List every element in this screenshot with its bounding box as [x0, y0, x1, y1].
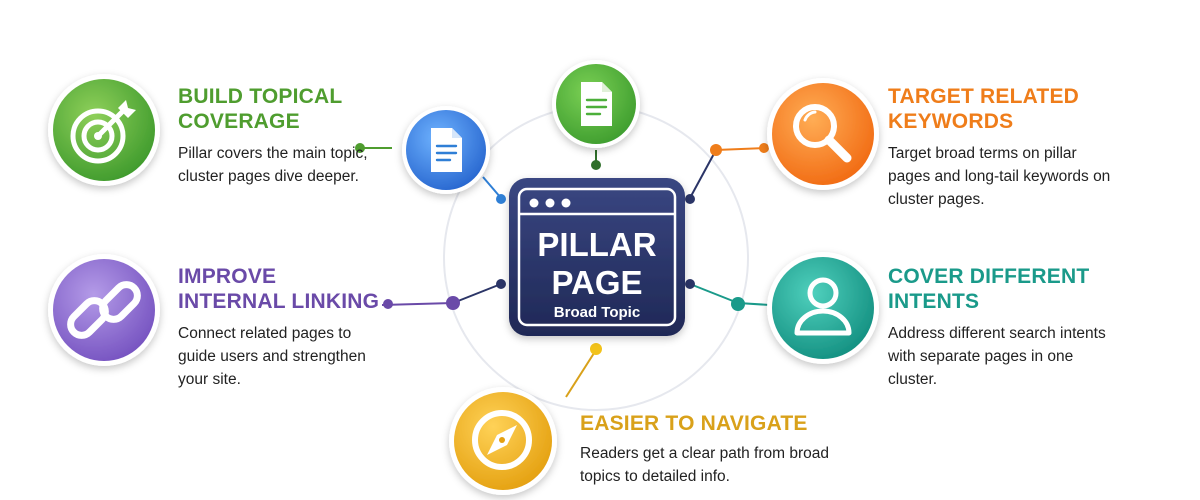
feature-target-related-keywords: TARGET RELATED KEYWORDS Target broad ter… — [888, 84, 1118, 211]
feature-description: Readers get a clear path from broad topi… — [580, 445, 829, 485]
dot-nav — [590, 343, 602, 355]
pillar-page-title: PILLAR PAGE — [537, 226, 657, 301]
magnifier-icon — [793, 104, 852, 163]
connector-target — [689, 149, 717, 199]
connector-link-inner — [452, 283, 502, 304]
connector-dots — [355, 143, 769, 355]
chain-link-icon — [67, 281, 141, 339]
feature-easier-to-navigate: EASIER TO NAVIGATE Readers get a clear p… — [580, 411, 840, 488]
pillar-page-subtitle: Broad Topic — [553, 304, 641, 321]
feature-description: Address different search intents with se… — [888, 325, 1106, 388]
target-icon — [70, 100, 136, 164]
feature-title: BUILD TOPICAL COVERAGE — [178, 85, 342, 133]
dot-link-inner — [446, 296, 460, 310]
connector-nav — [565, 349, 597, 398]
feature-title: COVER DIFFERENT INTENTS — [888, 265, 1090, 313]
feature-description: Connect related pages to guide users and… — [178, 325, 366, 388]
dot-link-outer — [383, 299, 393, 309]
feature-cover-different-intents: COVER DIFFERENT INTENTS Address differen… — [888, 264, 1118, 391]
connector-link — [381, 302, 454, 306]
browser-window-icon — [517, 187, 677, 327]
document-icon — [431, 128, 462, 172]
dot-pillar-ml — [496, 279, 506, 289]
feature-improve-internal-linking: IMPROVE INTERNAL LINKING Connect related… — [178, 264, 388, 391]
feature-build-topical-coverage: BUILD TOPICAL COVERAGE Pillar covers the… — [178, 84, 378, 188]
connector-target-outer — [715, 147, 767, 151]
feature-title: IMPROVE INTERNAL LINKING — [178, 265, 380, 313]
dot-target-inner — [710, 144, 722, 156]
dot-blue-doc — [496, 194, 506, 204]
connector-intents — [689, 283, 739, 304]
connector-blue-doc — [482, 176, 502, 199]
feature-description: Pillar covers the main topic, cluster pa… — [178, 145, 368, 185]
dot-pillar-tr — [685, 194, 695, 204]
user-icon — [794, 277, 852, 336]
dot-intents-inner — [731, 297, 745, 311]
dot-build — [355, 143, 365, 153]
dot-pillar-mr — [685, 279, 695, 289]
compass-icon — [472, 410, 532, 470]
feature-title: TARGET RELATED KEYWORDS — [888, 85, 1080, 133]
document-icon — [581, 82, 612, 126]
dot-green-doc — [591, 160, 601, 170]
connector-lines — [359, 147, 771, 398]
pillar-page-card — [509, 178, 685, 336]
feature-title: EASIER TO NAVIGATE — [580, 412, 808, 435]
magnifier-node — [767, 78, 879, 190]
dot-target-outer — [759, 143, 769, 153]
feature-description: Target broad terms on pillar pages and l… — [888, 145, 1111, 208]
